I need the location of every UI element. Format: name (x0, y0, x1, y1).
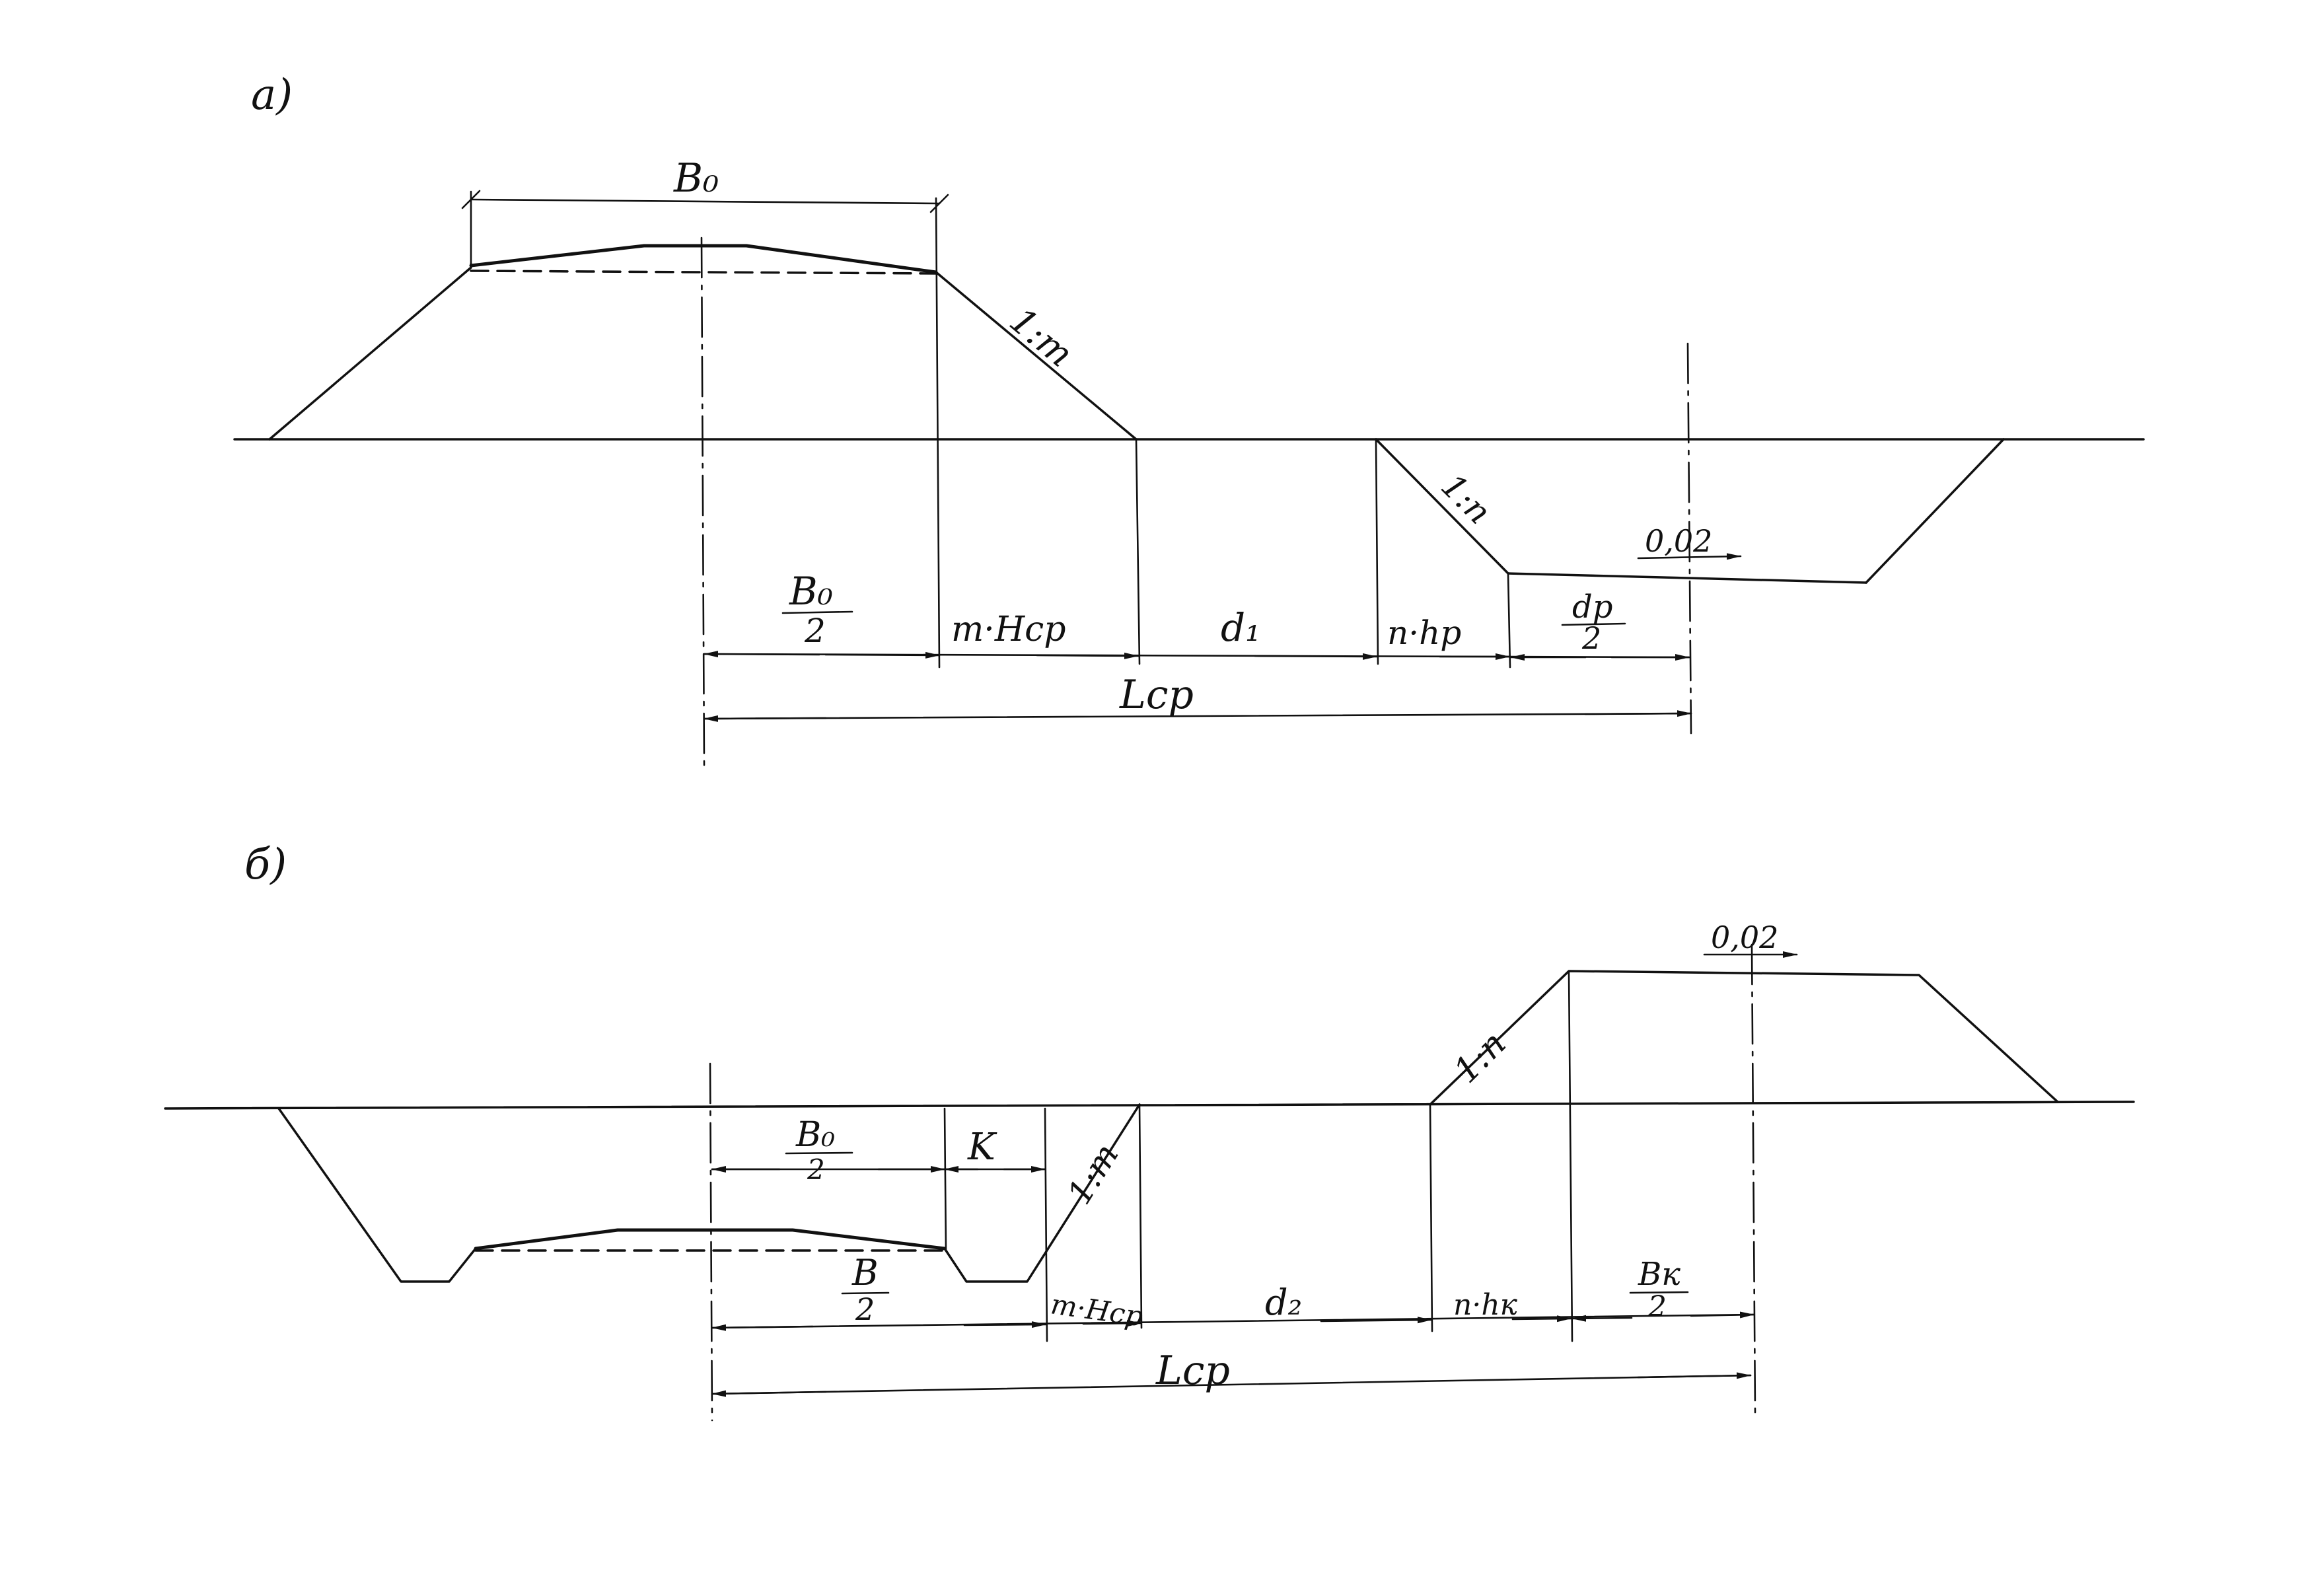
embankment-base-dashed (470, 270, 937, 275)
half-reserve-num-a: dр (1572, 589, 1612, 626)
cut-axis (709, 1062, 713, 1422)
reserve-left-slope (1375, 438, 1509, 575)
top-width-label: B₀ (673, 155, 719, 201)
dim-haul-a (703, 712, 1692, 720)
diagram-b: б) B₀ 2 K 1:m 1:n 0,02 (164, 840, 2135, 1422)
half-spoil-den-b: 2 (1647, 1290, 1667, 1324)
cut-right-ditch (943, 1103, 1141, 1283)
embankment-axis (700, 236, 705, 768)
cut-left-ditch (277, 1107, 477, 1283)
ext-line-a2 (1135, 438, 1141, 665)
dim-top-width (470, 198, 941, 205)
slope-label-m-b: 1:m (1060, 1137, 1126, 1211)
spoil-axis (1751, 943, 1756, 1415)
ground-line-b (164, 1101, 2135, 1110)
embankment-right-slope (935, 271, 1138, 441)
diagram-a-label: а) (251, 71, 293, 120)
grade-label-a: 0,02 (1645, 523, 1712, 559)
spoil-slope-projection-b: n·hк (1453, 1288, 1518, 1322)
diagram-b-label: б) (244, 840, 287, 889)
diagram-a: а) B₀ 1:m 1:n 0,02 (233, 71, 2145, 768)
half-spoil-num-b: Bк (1638, 1256, 1680, 1293)
dim-haul-b (711, 1374, 1752, 1395)
half-width-den-b: 2 (855, 1291, 875, 1327)
reserve-slope-projection-a: n·hр (1387, 614, 1461, 652)
slope-projection-b: m·Hср (1049, 1288, 1145, 1332)
reserve-axis (1686, 342, 1692, 735)
embankment-outline (268, 263, 472, 441)
berm-label-b: d₂ (1265, 1282, 1302, 1323)
reserve-bottom (1507, 572, 1867, 584)
haul-distance-label-a: Lср (1119, 672, 1194, 718)
slope-label-m-a: 1:m (1002, 299, 1081, 375)
half-width-num-a: B₀ (789, 569, 833, 614)
berm-label-a: d₁ (1221, 605, 1260, 650)
ext-line-a3 (1375, 438, 1379, 665)
half-width-den-a: 2 (804, 612, 826, 650)
slope-label-n-a: 1:n (1433, 466, 1498, 531)
ext-line-a4 (1507, 572, 1511, 669)
cut-crown (474, 1228, 947, 1251)
half-reserve-den-a: 2 (1581, 620, 1601, 656)
half-width-top-num-b: B₀ (795, 1115, 835, 1155)
grade-label-b: 0,02 (1711, 920, 1778, 955)
half-width-num-b: B (851, 1252, 879, 1293)
haul-distance-label-b: Lср (1155, 1348, 1230, 1394)
ext-line-a1 (935, 197, 941, 669)
reserve-right-slope (1865, 438, 2005, 584)
spoil-bank-outline (1429, 970, 2059, 1106)
slope-projection-a: m·Hср (951, 610, 1066, 649)
grade-arrow-a (1637, 553, 1742, 560)
half-width-top-den-b: 2 (807, 1153, 825, 1186)
embankment-crown (469, 244, 938, 274)
ditch-label-b: K (967, 1126, 997, 1169)
